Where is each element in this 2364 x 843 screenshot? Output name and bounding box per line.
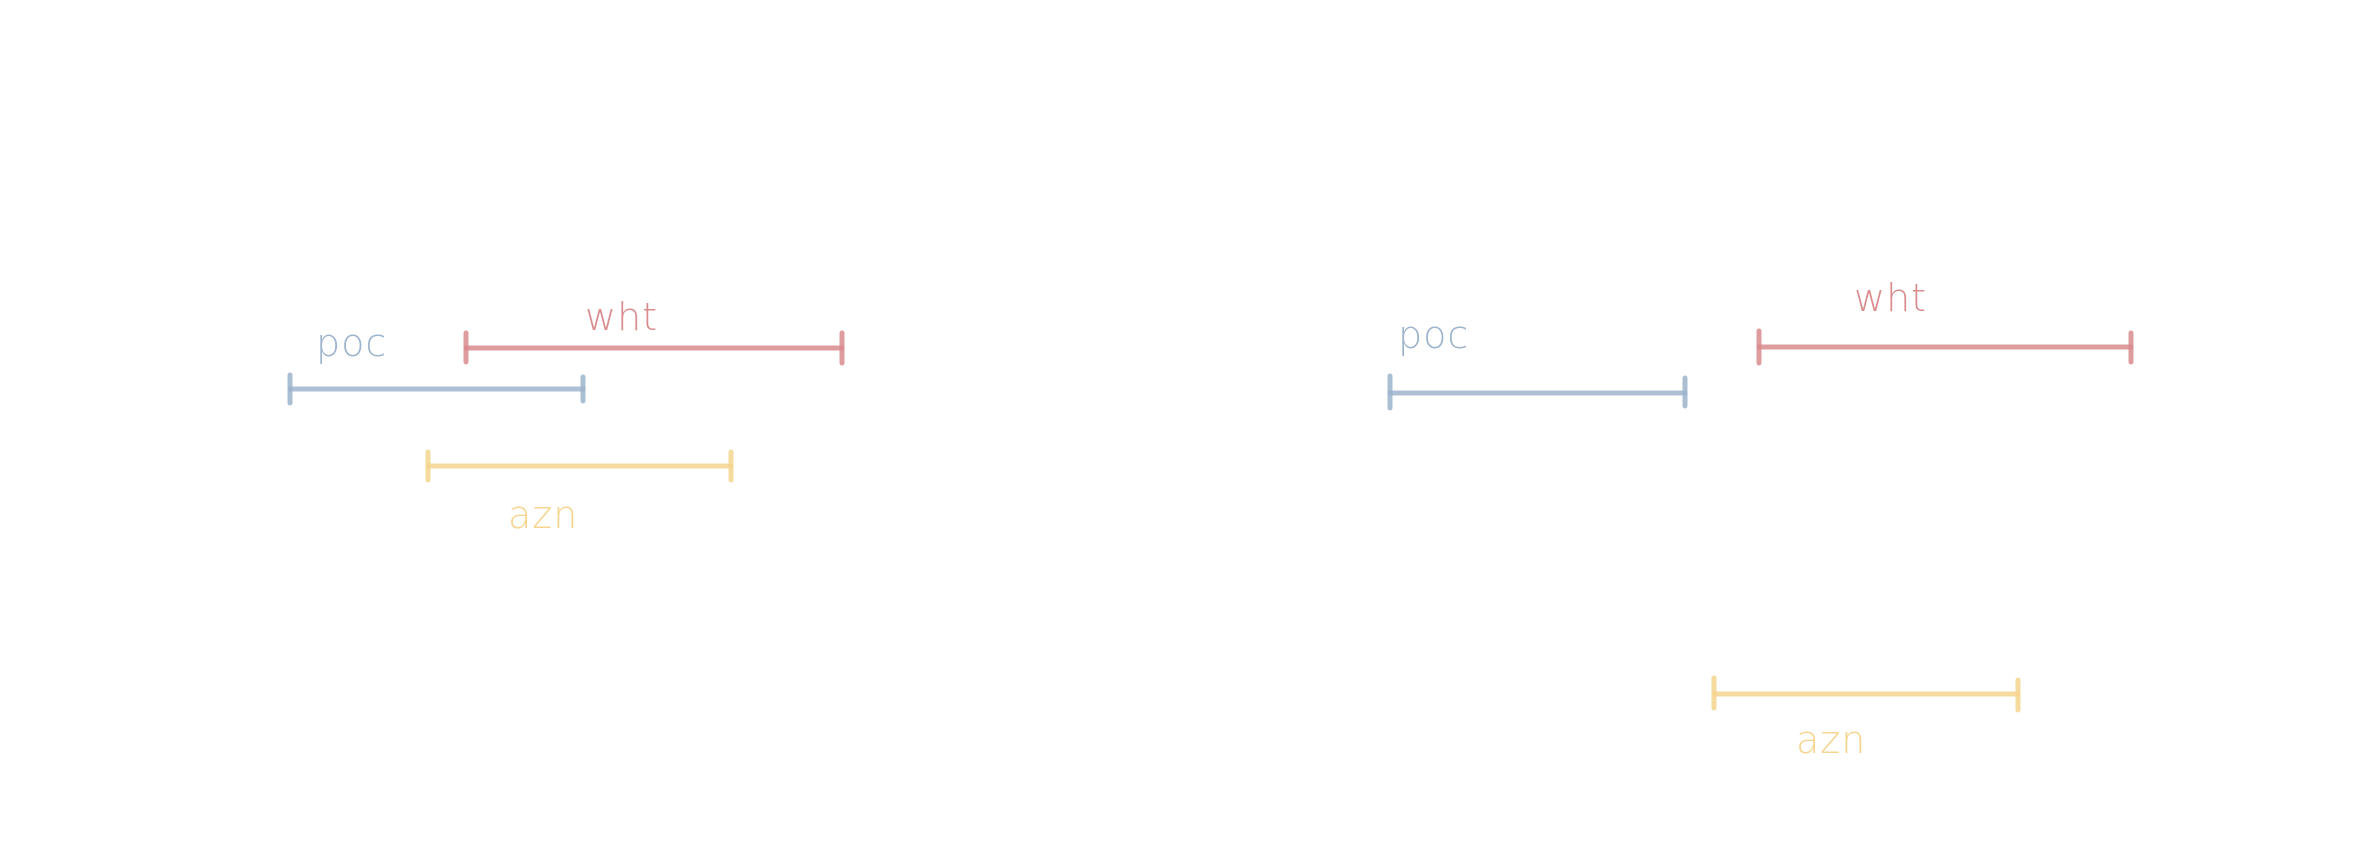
left-wht-interval: wht	[463, 295, 845, 366]
left-poc-interval: poc	[287, 321, 586, 406]
right-poc-interval: poc	[1387, 313, 1688, 411]
right-azn-interval: azn	[1711, 675, 2021, 762]
left-wht-label: wht	[585, 295, 658, 339]
right-azn-label: azn	[1796, 718, 1866, 762]
left-azn-interval: azn	[425, 449, 734, 537]
right-poc-label: poc	[1398, 313, 1469, 357]
right-panel: poc wht azn	[1387, 276, 2134, 762]
right-wht-label: wht	[1854, 276, 1927, 320]
left-azn-label: azn	[508, 493, 578, 537]
left-panel: poc wht azn	[287, 295, 845, 537]
left-poc-label: poc	[316, 321, 387, 365]
right-wht-interval: wht	[1756, 276, 2134, 366]
